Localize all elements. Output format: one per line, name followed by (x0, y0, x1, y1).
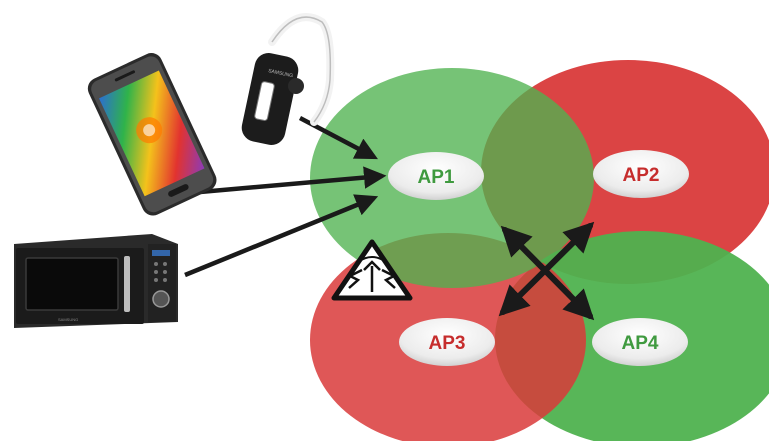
interference-warning-icon (331, 239, 413, 301)
ap4-device (592, 318, 688, 366)
ap1-node[interactable]: AP1 (388, 152, 484, 200)
ap3-device (399, 318, 495, 366)
phone-to-ap1-arrow (199, 166, 387, 195)
ap4-label: AP4 (622, 333, 659, 354)
bidirectional-cross-arrows-icon (498, 221, 595, 321)
conflict-arrow-ap2-ap3 (498, 221, 595, 317)
ap4-node[interactable]: AP4 (592, 318, 688, 366)
ap3-label: AP3 (429, 333, 466, 354)
bluetooth-headset-icon: SAMSUNG (241, 13, 335, 145)
ap1-label: AP1 (418, 167, 455, 188)
ap3-node[interactable]: AP3 (399, 318, 495, 366)
headset-brand-text: SAMSUNG (268, 68, 294, 79)
ap1-device (388, 152, 484, 200)
ap2-device (593, 150, 689, 198)
ap2-label: AP2 (623, 165, 660, 186)
smartphone-icon (87, 53, 217, 216)
microwave-to-ap1-arrow (184, 194, 379, 278)
microwave-brand-text: SAMSUNG (58, 317, 78, 322)
microwave-oven-icon: SAMSUNG (14, 234, 178, 328)
ap2-node[interactable]: AP2 (593, 150, 689, 198)
